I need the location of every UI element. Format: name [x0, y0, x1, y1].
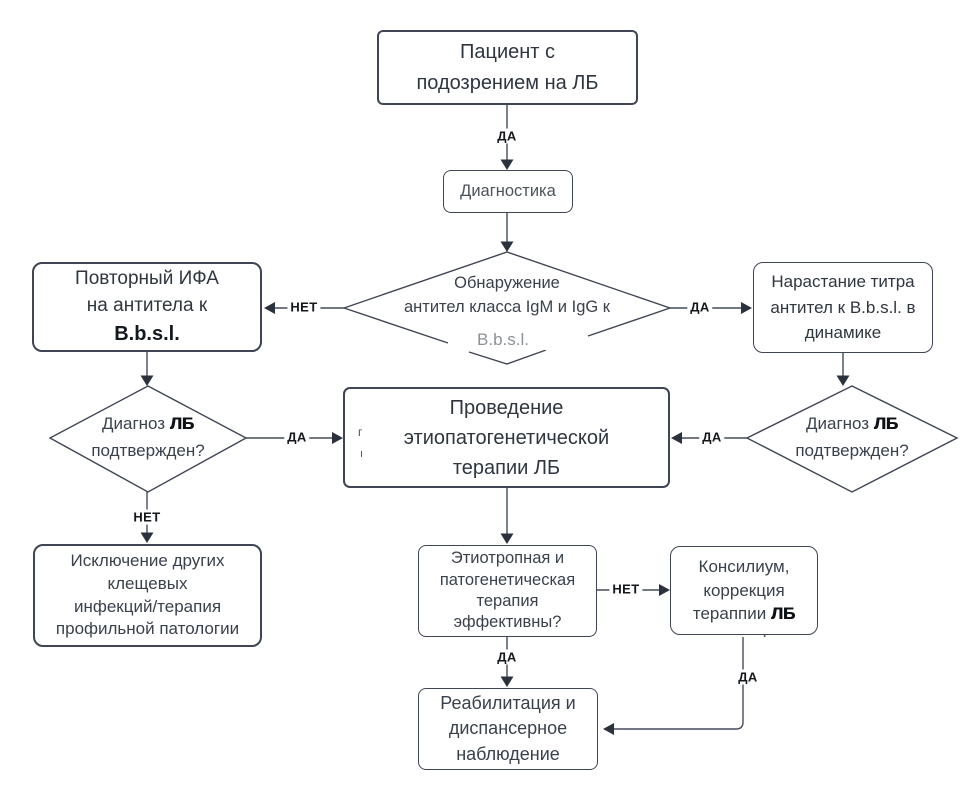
node-effective-line4: эффективны? [453, 613, 562, 632]
node-consilium-line1: Консилиум, [698, 556, 790, 576]
arrowhead-left-therapy [671, 432, 682, 444]
node-exclusion-line1: Исключение других [70, 550, 225, 570]
edge-label-yes-left: ДА [284, 429, 310, 445]
node-titer-rise: Нарастание титра антител к B.b.s.l. в ди… [753, 262, 933, 353]
artifact-glyph: г [358, 425, 363, 439]
node-effective-line1: Этиотропная и [450, 549, 565, 568]
node-patient: Пациент с подозрением на ЛБ [377, 30, 638, 105]
node-therapy-main: Проведение этиопатогенетической терапии … [343, 387, 670, 488]
node-rehab-line3: наблюдение [456, 743, 560, 764]
node-consilium-line3: тераппии ЛБ [693, 602, 795, 626]
arrowhead-left-rehab [603, 723, 614, 735]
decision-left-confirmed-text: Диагноз ЛБ подтвержден? [66, 410, 230, 464]
node-consilium: Консилиум, коррекция тераппии ЛБ [670, 546, 818, 635]
node-effective-line3: терапия [476, 592, 539, 610]
arrowhead-right-therapy [332, 432, 343, 444]
node-consilium-line3-prefix: тераппии [692, 604, 767, 624]
diamond-detection [343, 251, 671, 365]
arrowhead-down-detection [500, 241, 514, 252]
node-therapy-effective: Этиотропная и патогенетическая терапия э… [418, 545, 597, 637]
node-effective-line2: патогенетическая [439, 570, 576, 589]
node-therapy-main-line3: терапии ЛБ [452, 456, 561, 479]
decision-detection-organism: B.b.s.l. [455, 330, 551, 350]
edge-label-no-detection: НЕТ [287, 299, 321, 315]
arrowhead-down-rehab [500, 676, 514, 687]
node-patient-line2: подозрением на ЛБ [416, 71, 599, 94]
node-titer-line1: Нарастание титра [771, 272, 915, 292]
decision-right-lb-bold: ЛБ [873, 414, 898, 433]
artifact-dot: . [763, 626, 767, 640]
diamond-left-confirmed [48, 385, 248, 493]
arrowhead-down-diagnostics [500, 159, 514, 170]
node-rehab-line1: Реабилитация и [440, 693, 576, 714]
edge-label-yes-top: ДА [494, 128, 520, 144]
arrowhead-down-effective [500, 533, 514, 544]
arrowhead-down-right-confirm [836, 375, 850, 386]
edge-label-no-left: НЕТ [130, 509, 164, 525]
diamond-right-confirmed [745, 385, 959, 493]
decision-right-line2: подтвержден? [795, 441, 909, 461]
arrowhead-down-left-confirm [140, 375, 154, 386]
node-therapy-main-line2: этиопатогенетической [403, 426, 610, 449]
edge-label-yes-consilium: ДА [735, 669, 761, 685]
decision-right-prefix: Диагноз [805, 414, 870, 433]
node-patient-line1: Пациент с [459, 40, 555, 63]
arrowhead-down-exclusion [140, 532, 154, 543]
node-consilium-lb-bold: ЛБ [770, 604, 796, 624]
node-exclusion-line2: клещевых [107, 573, 188, 593]
arrowhead-right-consilium [659, 584, 670, 596]
node-repeat-elisa-line1: Повторный ИФА [75, 268, 219, 290]
node-diagnostics-label: Диагностика [460, 182, 556, 200]
node-exclusion: Исключение других клещевых инфекций/тера… [33, 544, 262, 647]
decision-left-lb-bold: ЛБ [169, 414, 194, 433]
edge-label-no-effective: НЕТ [609, 581, 643, 597]
decision-detection-line2: антител класса IgM и IgG к [403, 297, 611, 316]
node-therapy-main-line1: Проведение [449, 396, 564, 419]
arrowhead-right-titer [741, 302, 752, 314]
node-repeat-elisa-line2: на антитела к [86, 295, 208, 316]
node-titer-line2: антител к B.b.s.l. в [770, 297, 916, 317]
decision-left-line2: подтвержден? [91, 441, 205, 461]
decision-detection-line1: Обнаружение [454, 274, 560, 292]
decision-left-prefix: Диагноз [101, 414, 166, 433]
decision-right-confirmed-text: Диагноз ЛБ подтвержден? [770, 410, 934, 464]
edge-label-yes-effective: ДА [494, 649, 520, 665]
node-exclusion-line4: профильной патологии [55, 619, 240, 639]
artifact-glyph: ı [360, 448, 364, 460]
node-diagnostics: Диагностика [443, 170, 573, 213]
edge-label-yes-right: ДА [699, 429, 725, 445]
node-repeat-elisa: Повторный ИФА на антитела к B.b.s.l. [32, 262, 262, 352]
arrow-consilium-to-rehab [610, 637, 744, 730]
node-consilium-line2: коррекция [703, 580, 785, 600]
node-titer-line3: динамике [804, 323, 882, 343]
edge-label-yes-detection: ДА [687, 299, 713, 315]
node-exclusion-line3: инфекций/терапия [73, 596, 222, 616]
node-repeat-elisa-organism: B.b.s.l. [114, 322, 180, 345]
decision-detection-text: Обнаружение антител класса IgM и IgG к [367, 272, 647, 320]
node-rehab-line2: диспансерное [448, 718, 568, 739]
node-rehab: Реабилитация и диспансерное наблюдение [418, 688, 598, 770]
arrowhead-left-elisa [264, 302, 275, 314]
